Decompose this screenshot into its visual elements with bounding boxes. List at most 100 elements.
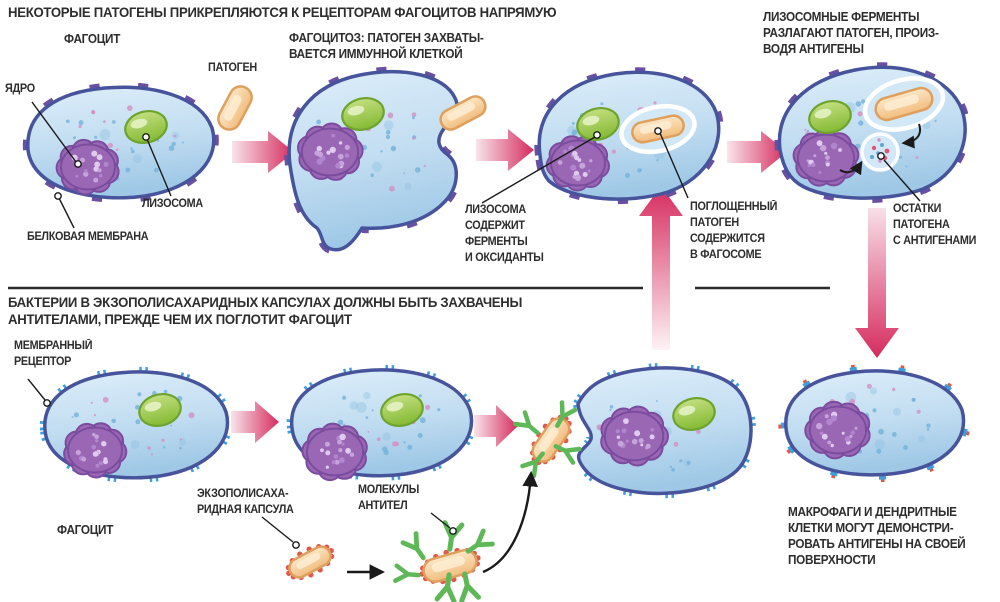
lysosome [341, 97, 385, 131]
cell-body [26, 85, 216, 200]
decoration-shape [849, 434, 853, 438]
label-antibody-molecules-2: АНТИТЕЛ [358, 500, 408, 512]
decoration-shape [589, 159, 593, 163]
decoration-shape [181, 141, 184, 144]
decoration-shape [73, 412, 79, 418]
decoration-shape [855, 101, 862, 107]
decoration-shape [918, 435, 925, 443]
decoration-shape [102, 396, 109, 403]
decoration-shape [333, 454, 339, 459]
decoration-shape [385, 134, 391, 140]
decoration-shape [615, 429, 620, 434]
flow-arrow-up [639, 186, 683, 350]
pathogen-being-engulfed [439, 95, 487, 131]
decoration-shape [414, 167, 421, 173]
label-membrane-receptor-1: МЕМБРАННЫЙ [14, 340, 93, 352]
decoration-shape [574, 174, 582, 181]
lysosome [576, 107, 620, 141]
decoration-shape [807, 164, 811, 168]
caption-macrophages-2: КЛЕТКИ МОГУТ ДЕМОНСТРИ- [788, 521, 954, 535]
decoration-shape [320, 448, 324, 453]
phagocyte-cell-1 [28, 87, 214, 198]
decoration-shape [130, 118, 148, 129]
decoration-shape [334, 459, 340, 465]
decoration-shape [335, 163, 341, 169]
decoration-shape [814, 108, 832, 119]
decoration-shape [66, 119, 70, 124]
label-remnants-2: ПАТОГЕНА [893, 219, 950, 231]
decoration-shape [316, 145, 322, 152]
antibody-icon [400, 531, 426, 561]
encapsulated-bacterium [285, 543, 335, 581]
decoration-shape [130, 440, 140, 449]
decoration-shape [329, 146, 336, 153]
decoration-shape [827, 440, 832, 445]
decoration-shape [669, 465, 673, 469]
decoration-shape [144, 401, 162, 412]
decoration-shape [93, 177, 99, 183]
decoration-shape [926, 428, 930, 431]
decoration-shape [78, 124, 82, 129]
decoration-shape [640, 443, 644, 447]
decoration-shape [616, 435, 621, 439]
label-engulfed-1: ПОГЛОЩЕННЫЙ [690, 201, 778, 213]
decoration-shape [637, 168, 642, 173]
decoration-shape [824, 414, 829, 419]
decoration-shape [356, 402, 367, 413]
decoration-shape [673, 441, 679, 447]
decoration-shape [857, 111, 863, 117]
lysosome [124, 110, 168, 144]
label-capsule-1: ЭКЗОПОЛИСАХА- [197, 488, 289, 500]
decoration-shape [830, 415, 837, 422]
decoration-shape [337, 419, 344, 425]
label-pathogen: ПАТОГЕН [208, 62, 257, 74]
decoration-shape [878, 428, 884, 435]
decoration-shape [344, 153, 350, 158]
antibody-icon [553, 444, 582, 465]
decoration-shape [342, 395, 347, 400]
decoration-shape [437, 408, 441, 412]
nucleus [297, 122, 364, 181]
decoration-shape [161, 438, 165, 442]
decoration-shape [419, 417, 426, 424]
decoration-shape [892, 387, 896, 392]
decoration-shape [678, 405, 696, 416]
leader-lines [27, 101, 921, 549]
decoration-shape [926, 423, 931, 428]
decoration-shape [392, 441, 398, 447]
decoration-shape [338, 141, 343, 145]
decoration-shape [341, 97, 385, 131]
decoration-shape [850, 430, 855, 435]
decoration-shape [804, 128, 807, 131]
decoration-shape [915, 156, 919, 159]
page-title: НЕКОТОРЫЕ ПАТОГЕНЫ ПРИКРЕПЛЯЮТСЯ К РЕЦЕП… [8, 4, 557, 20]
decoration-shape [587, 169, 591, 173]
decoration-shape [345, 447, 351, 454]
phagosome [862, 76, 946, 132]
decoration-shape [101, 441, 107, 447]
decoration-shape [173, 134, 177, 138]
decoration-shape [671, 468, 676, 472]
nucleus [301, 422, 368, 482]
antibody-icon [555, 400, 578, 428]
decoration-shape [570, 164, 577, 171]
decoration-shape [137, 392, 142, 397]
caption-lysosomal-1: ЛИЗОСОМНЫЕ ФЕРМЕНТЫ [763, 10, 920, 24]
flow-arrow-down [855, 208, 899, 358]
decoration-shape [342, 423, 346, 426]
decoration-shape [163, 389, 168, 394]
label-engulfed-3: СОДЕРЖИТСЯ [690, 233, 765, 245]
decoration-shape [331, 460, 336, 465]
caption-phagocytosis-2: ВАЕТСЯ ИММУННОЙ КЛЕТКОЙ [289, 47, 463, 61]
caption-lysosomal-2: РАЗЛАГАЮТ ПАТОГЕН, ПРОИЗ- [763, 26, 939, 40]
decoration-shape [844, 436, 851, 442]
decoration-shape [376, 437, 381, 442]
decoration-shape [653, 101, 657, 105]
antibody-icon [465, 528, 495, 554]
decoration-shape [656, 159, 659, 162]
decoration-shape [572, 151, 578, 157]
decoration-shape [380, 150, 383, 153]
label-remnants-1: ОСТАТКИ [893, 203, 942, 215]
curved-arrow [482, 470, 538, 574]
pathogen [217, 85, 253, 131]
